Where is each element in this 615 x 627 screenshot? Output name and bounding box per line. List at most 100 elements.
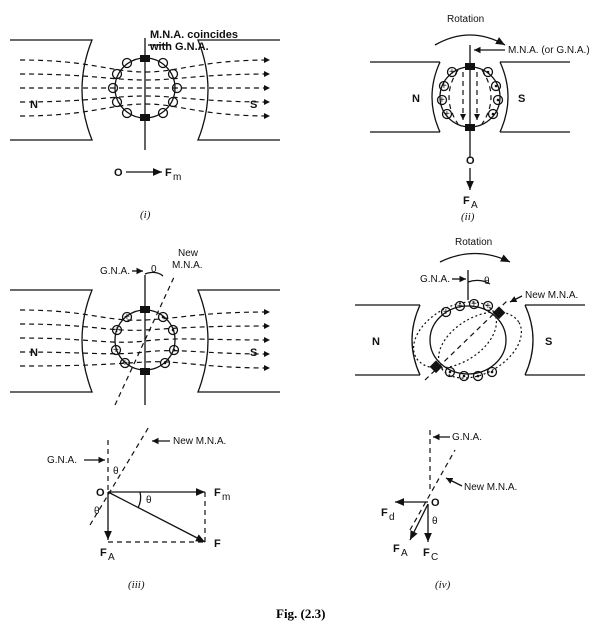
conductors-i <box>107 57 183 119</box>
panel-iv-field: Rotation + + + + θ G.N.A. New M.N.A. N S <box>355 237 585 382</box>
svg-text:+: + <box>485 301 491 312</box>
svg-text:+: + <box>443 307 449 318</box>
svg-text:+: + <box>114 325 120 336</box>
conductors-iv: + + + + <box>440 298 498 382</box>
theta-arc-iii <box>144 271 164 277</box>
panel-iii-field: + + + + 0 G.N.A. New M.N.A. N S <box>10 248 280 406</box>
vector-diagram-iv: G.N.A. New M.N.A. O F d F A F C θ <box>381 430 517 563</box>
pole-s-label-iii: S <box>250 347 257 359</box>
pole-s-i <box>197 39 280 141</box>
gna-label-v3: G.N.A. <box>47 455 77 466</box>
mna-label-i: M.N.A. coincides <box>150 29 238 41</box>
mna-label-i-2: with G.N.A. <box>149 41 209 53</box>
pole-n-iii <box>10 289 93 393</box>
theta-label-v4: θ <box>432 516 438 527</box>
figure-title: Fig. (2.3) <box>276 606 325 621</box>
origin-label-i: O <box>114 167 123 179</box>
force-sub-i: m <box>173 172 181 183</box>
svg-text:+: + <box>444 109 450 120</box>
flux-lines-iii <box>19 309 271 371</box>
svg-text:+: + <box>449 67 455 78</box>
rotation-arrow-iv <box>439 252 511 263</box>
armature-iv <box>429 305 507 375</box>
flux-loops-ii <box>448 69 492 125</box>
pole-n-label-ii: N <box>412 93 420 105</box>
conductors-iii: + + + + <box>110 311 180 369</box>
theta-mid-v3: θ <box>146 495 152 506</box>
brush-top-i <box>140 55 150 62</box>
new-mna-line-v4 <box>409 449 456 531</box>
brush-top-iii <box>140 306 150 313</box>
pole-s-iv <box>524 304 534 376</box>
pole-s-label-i: S <box>250 99 257 111</box>
fc-label: F <box>423 547 430 559</box>
svg-text:+: + <box>122 358 128 369</box>
f-label: F <box>214 538 221 550</box>
pole-n-ii <box>431 61 441 133</box>
force-label-ii: F <box>463 195 470 207</box>
new-mna-pointer-iv <box>509 295 523 303</box>
fa-sub: A <box>108 552 115 563</box>
fa-label-iv: F <box>393 543 400 555</box>
pole-s-iii <box>197 289 280 393</box>
flux-loops-iv <box>412 301 523 379</box>
pole-n-label-iv: N <box>372 336 380 348</box>
caption-iii: (iii) <box>128 579 145 591</box>
new-mna-label-v3: New M.N.A. <box>173 436 226 447</box>
fc-sub: C <box>431 552 438 563</box>
new-mna-axis-iii <box>114 274 176 406</box>
new-mna-label-iii-2: M.N.A. <box>172 260 203 271</box>
svg-text:+: + <box>441 81 447 92</box>
rotation-label-iv: Rotation <box>455 237 492 248</box>
new-mna-label-v4: New M.N.A. <box>464 482 517 493</box>
brush-bottom-ii <box>465 124 475 131</box>
svg-text:+: + <box>113 345 119 356</box>
force-label-i: F <box>165 167 172 179</box>
new-mna-pointer-v4 <box>445 477 463 487</box>
fm-label: F <box>214 487 221 499</box>
resultant-f-vector <box>107 491 206 543</box>
new-mna-label-iv: New M.N.A. <box>525 290 578 301</box>
theta-arc-iv <box>467 279 491 285</box>
force-sub-ii: A <box>471 200 478 211</box>
pole-s-ii <box>499 61 509 133</box>
brush-bottom-iv <box>429 360 443 374</box>
svg-text:+: + <box>439 95 445 106</box>
new-mna-label-iii: New <box>178 248 199 259</box>
theta-label-iv: θ <box>484 276 490 287</box>
flux-lines-i <box>19 57 271 119</box>
origin-label-v3: O <box>96 487 105 499</box>
svg-text:+: + <box>124 312 130 323</box>
mna-label-ii: M.N.A. (or G.N.A.) <box>508 45 590 56</box>
theta-arc-v3 <box>137 491 142 509</box>
brush-top-iv <box>492 306 506 320</box>
theta-top-v3: θ <box>113 466 119 477</box>
pole-n-iv <box>411 304 421 376</box>
brush-bottom-i <box>140 114 150 121</box>
fa-vector-iv <box>409 503 429 541</box>
fa-sub-iv: A <box>401 548 408 559</box>
rotation-label-ii: Rotation <box>447 14 484 25</box>
origin-label-v4: O <box>431 497 440 509</box>
panel-i: M.N.A. coincides with G.N.A. N S O F m (… <box>10 29 280 221</box>
svg-text:+: + <box>471 299 477 310</box>
panel-ii: Rotation + + + + M.N.A. (or G.N.A.) N S … <box>370 14 590 223</box>
pole-s-label-iv: S <box>545 336 552 348</box>
fd-label: F <box>381 507 388 519</box>
caption-ii: (ii) <box>461 211 475 223</box>
gna-label-v4: G.N.A. <box>452 432 482 443</box>
gna-label-iv: G.N.A. <box>420 274 450 285</box>
theta-label-iii: 0 <box>151 264 157 275</box>
fa-label: F <box>100 547 107 559</box>
pole-n-label-i: N <box>30 99 38 111</box>
conductors-ii: + + + + <box>436 66 504 120</box>
caption-i: (i) <box>140 209 151 221</box>
brush-bottom-iii <box>140 368 150 375</box>
new-mna-line-v3 <box>89 424 151 526</box>
svg-text:+: + <box>457 301 463 312</box>
origin-label-ii: O <box>466 155 475 167</box>
gna-label-iii: G.N.A. <box>100 266 130 277</box>
brush-top-ii <box>465 63 475 70</box>
theta-low-v3: θ <box>94 506 100 517</box>
